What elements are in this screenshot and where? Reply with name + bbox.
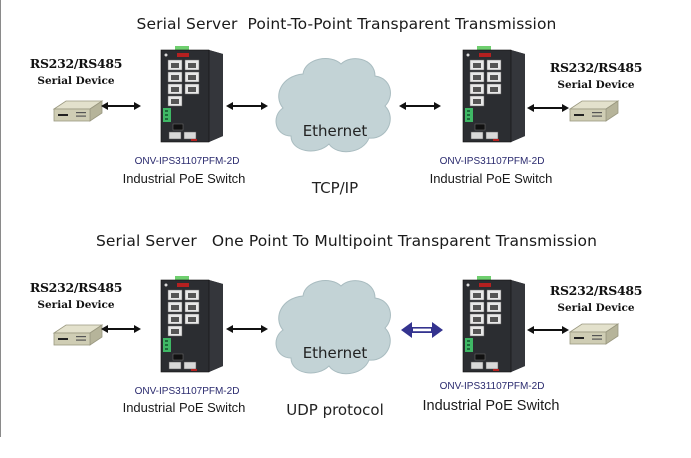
link-arrow-icon xyxy=(399,102,441,110)
industrial-poe-switch-icon xyxy=(160,46,223,143)
device-name-label: Serial Device xyxy=(557,302,635,314)
switch-model-label: ONV-IPS31107PFM-2D xyxy=(439,381,545,392)
left-serial-device-label: RS232/RS485 Serial Device xyxy=(26,280,126,311)
industrial-poe-switch-icon xyxy=(160,276,223,373)
industrial-poe-switch-icon xyxy=(462,276,525,373)
ethernet-cloud-icon xyxy=(275,58,391,153)
left-serial-device-label: RS232/RS485 Serial Device xyxy=(26,56,126,87)
switch-type-label: Industrial PoE Switch xyxy=(122,400,246,415)
bidirectional-arrow-icon xyxy=(401,322,443,338)
device-name-label: Serial Device xyxy=(557,79,635,91)
industrial-poe-switch-icon xyxy=(462,46,525,143)
device-name-label: Serial Device xyxy=(37,299,115,311)
device-type-label: RS232/RS485 xyxy=(29,280,123,295)
ethernet-cloud-icon xyxy=(275,280,391,375)
network-protocol: TCP/IP xyxy=(311,179,359,197)
switch-type-label: Industrial PoE Switch xyxy=(429,171,553,186)
link-arrow-icon xyxy=(226,102,268,110)
serial-device-icon xyxy=(568,323,620,345)
network-label: Ethernet TCP/IP xyxy=(273,84,397,236)
link-arrow-icon xyxy=(527,104,569,112)
device-type-label: RS232/RS485 xyxy=(549,283,643,298)
switch-model-label: ONV-IPS31107PFM-2D xyxy=(134,386,240,397)
switch-model-label: ONV-IPS31107PFM-2D xyxy=(439,156,545,167)
right-serial-device-label: RS232/RS485 Serial Device xyxy=(546,60,646,91)
network-name: Ethernet xyxy=(302,122,368,140)
link-arrow-icon xyxy=(527,326,569,334)
network-label: Ethernet UDP protocol xyxy=(269,306,401,458)
device-type-label: RS232/RS485 xyxy=(29,56,123,71)
switch-type-label: Industrial PoE Switch xyxy=(422,398,560,414)
diagram-title-point-to-point: Serial Server Point-To-Point Transparent… xyxy=(136,15,557,33)
switch-type-label: Industrial PoE Switch xyxy=(122,171,246,186)
right-serial-device-label: RS232/RS485 Serial Device xyxy=(546,283,646,314)
link-arrow-icon xyxy=(226,325,268,333)
switch-model-label: ONV-IPS31107PFM-2D xyxy=(134,156,240,167)
device-type-label: RS232/RS485 xyxy=(549,60,643,75)
serial-device-icon xyxy=(52,324,104,346)
diagram-canvas: Serial Server Point-To-Point Transparent… xyxy=(0,0,646,437)
network-name: Ethernet xyxy=(302,344,368,362)
diagram-title-multipoint: Serial Server One Point To Multipoint Tr… xyxy=(95,232,598,250)
serial-device-icon xyxy=(52,100,104,122)
serial-device-icon xyxy=(568,100,620,122)
network-protocol: UDP protocol xyxy=(286,401,384,419)
device-name-label: Serial Device xyxy=(37,75,115,87)
link-arrow-icon xyxy=(101,102,141,110)
link-arrow-icon xyxy=(101,325,141,333)
